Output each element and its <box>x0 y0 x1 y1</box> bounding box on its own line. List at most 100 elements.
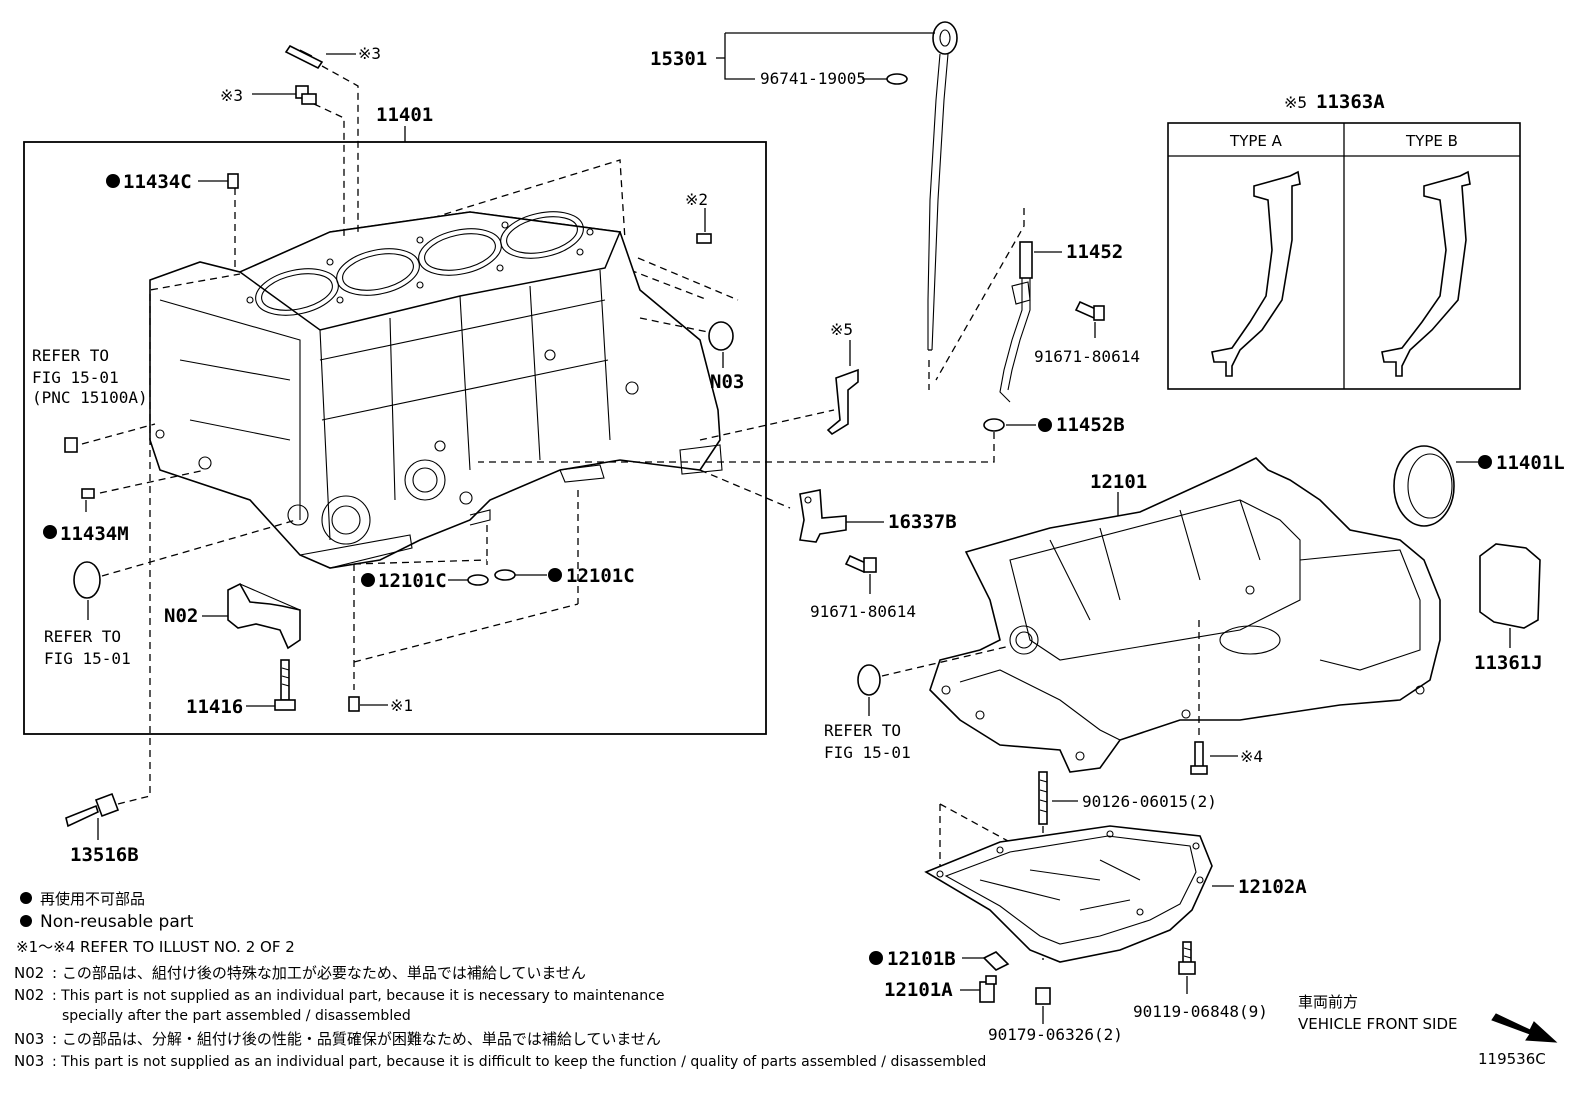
label-11361j: 11361J <box>1474 652 1543 674</box>
legend-n03-label-2: N03 <box>14 1052 44 1070</box>
label-96741-19005: 96741-19005 <box>760 69 866 88</box>
stud-90126: 90126-06015(2) <box>1038 771 1217 960</box>
mark-2: ※2 <box>685 190 708 209</box>
label-90119: 90119-06848(9) <box>1133 1002 1268 1021</box>
label-n03: N03 <box>710 371 744 393</box>
nonreusable-dot <box>361 573 375 587</box>
label-12102a: 12102A <box>1238 876 1307 898</box>
label-11401: 11401 <box>376 104 433 126</box>
label-13516b: 13516B <box>70 844 139 866</box>
ref-a-line1: REFER TO <box>32 346 109 365</box>
baffle-mark5: ※5 <box>699 320 859 441</box>
label-12101b: 12101B <box>887 948 956 970</box>
dipstick-guide-11452: 11452 91671-80614 11452B <box>478 208 1140 463</box>
nonreusable-dot <box>43 525 57 539</box>
bolt-mark4: ※4 <box>1190 620 1263 775</box>
direction-en: VEHICLE FRONT SIDE <box>1298 1015 1458 1033</box>
mark-5: ※5 <box>830 320 853 339</box>
type-box-11363a: ※5 11363A TYPE A TYPE B <box>1167 91 1521 390</box>
label-12101a: 12101A <box>884 979 953 1001</box>
sensor-13516b: 13516B <box>65 273 241 866</box>
ref-a-line3: (PNC 15100A) <box>32 388 148 407</box>
label-11416: 11416 <box>186 696 243 718</box>
nonreusable-dot <box>548 568 562 582</box>
legend-n03-en: : This part is not supplied as an indivi… <box>52 1054 986 1070</box>
cover-11361j: 11361J <box>1474 543 1543 674</box>
bearing-cap-n02: N02 <box>164 582 301 650</box>
direction-jp: 車両前方 <box>1298 993 1358 1011</box>
stud-mark3: ※3 <box>284 44 381 236</box>
type-a-label: TYPE A <box>1229 132 1283 150</box>
drain-plug-12101a: 12101A <box>884 975 997 1003</box>
legend-n03-label-1: N03 <box>14 1030 44 1048</box>
legend-nonreusable-jp: 再使用不可部品 <box>40 890 145 908</box>
mark-3b: ※3 <box>220 86 243 105</box>
label-91671-80614-a: 91671-80614 <box>1034 347 1140 366</box>
nut-90179: 90179-06326(2) <box>988 987 1123 1044</box>
legend-nonreusable-en: Non-reusable part <box>40 912 194 932</box>
nonreusable-dot <box>1478 455 1492 469</box>
legend-n02-en-1: : This part is not supplied as an indivi… <box>52 988 664 1004</box>
label-11434m: 11434M <box>60 523 129 545</box>
nonreusable-dot <box>1038 418 1052 432</box>
illustration-id: 119536C <box>1478 1050 1546 1068</box>
dipstick-15301: 15301 96741-19005 <box>650 21 958 390</box>
label-n02: N02 <box>164 605 198 627</box>
label-15301: 15301 <box>650 48 707 70</box>
nonreusable-dot <box>869 951 883 965</box>
label-11401l: 11401L <box>1496 452 1565 474</box>
dowel-11434m: 11434M <box>43 469 206 545</box>
direction-indicator: 車両前方 VEHICLE FRONT SIDE <box>1298 993 1558 1043</box>
bolt-90119: 90119-06848(9) <box>1133 941 1268 1021</box>
bolt-11416: 11416 <box>186 659 296 718</box>
dowel-11434c: 11434C <box>106 171 239 193</box>
legend-n02-jp: : この部品は、組付け後の特殊な加工が必要なため、単品では補給していません <box>52 964 586 982</box>
front-arrow-icon <box>1491 1013 1558 1043</box>
label-12101c-b: 12101C <box>566 565 635 587</box>
mark-3a: ※3 <box>358 44 381 63</box>
assembly-frame <box>23 141 767 735</box>
cylinder-block-illustration <box>149 159 739 569</box>
dowel-mark1: ※1 <box>348 696 413 715</box>
label-11452: 11452 <box>1066 241 1123 263</box>
oring-left: REFER TO FIG 15-01 <box>44 519 297 668</box>
mark-5b: ※5 <box>1284 93 1307 112</box>
mark-1: ※1 <box>390 696 413 715</box>
legend-n02-label-2: N02 <box>14 986 44 1004</box>
bracket-16337b: 16337B 91671-80614 <box>699 469 957 621</box>
oil-pan-upper-12101: 12101 <box>929 457 1441 773</box>
label-11434c: 11434C <box>123 171 192 193</box>
label-11452b: 11452B <box>1056 414 1125 436</box>
oring-12101c: 12101C 12101C <box>353 490 635 690</box>
gasket-12101b: 12101B <box>869 948 1010 971</box>
ref-c-line1: REFER TO <box>824 721 901 740</box>
legend-n03-jp: : この部品は、分解・組付け後の性能・品質確保が困難なため、単品では補給していま… <box>52 1030 661 1048</box>
ref-b-line2: FIG 15-01 <box>44 649 131 668</box>
label-90179: 90179-06326(2) <box>988 1025 1123 1044</box>
reference-block-a: REFER TO FIG 15-01 (PNC 15100A) <box>32 346 156 453</box>
nonreusable-dot <box>20 915 32 927</box>
label-91671-80614-b: 91671-80614 <box>810 602 916 621</box>
label-16337b: 16337B <box>888 511 957 533</box>
bolt-mark3: ※3 <box>220 85 345 236</box>
label-11363a: 11363A <box>1316 91 1385 113</box>
ref-a-line2: FIG 15-01 <box>32 368 119 387</box>
nonreusable-dot <box>106 174 120 188</box>
oil-pan-lower-12102a: 12102A <box>924 803 1307 963</box>
nonreusable-dot <box>20 892 32 904</box>
legend: 再使用不可部品 Non-reusable part ※1～※4 REFER TO… <box>14 890 986 1070</box>
ref-c-line2: FIG 15-01 <box>824 743 911 762</box>
dowel-mark2: ※2 <box>685 190 712 244</box>
plug-n03: N03 <box>639 317 744 393</box>
label-90126: 90126-06015(2) <box>1082 792 1217 811</box>
legend-refer-illust: ※1～※4 REFER TO ILLUST NO. 2 OF 2 <box>16 938 295 956</box>
oil-seal-11401l: 11401L <box>1393 445 1565 527</box>
oring-right: REFER TO FIG 15-01 <box>824 645 1011 762</box>
ref-b-line1: REFER TO <box>44 627 121 646</box>
legend-n02-en-2: specially after the part assembled / dis… <box>62 1008 411 1024</box>
label-12101c-a: 12101C <box>378 570 447 592</box>
label-12101: 12101 <box>1090 471 1147 493</box>
legend-n02-label-1: N02 <box>14 964 44 982</box>
